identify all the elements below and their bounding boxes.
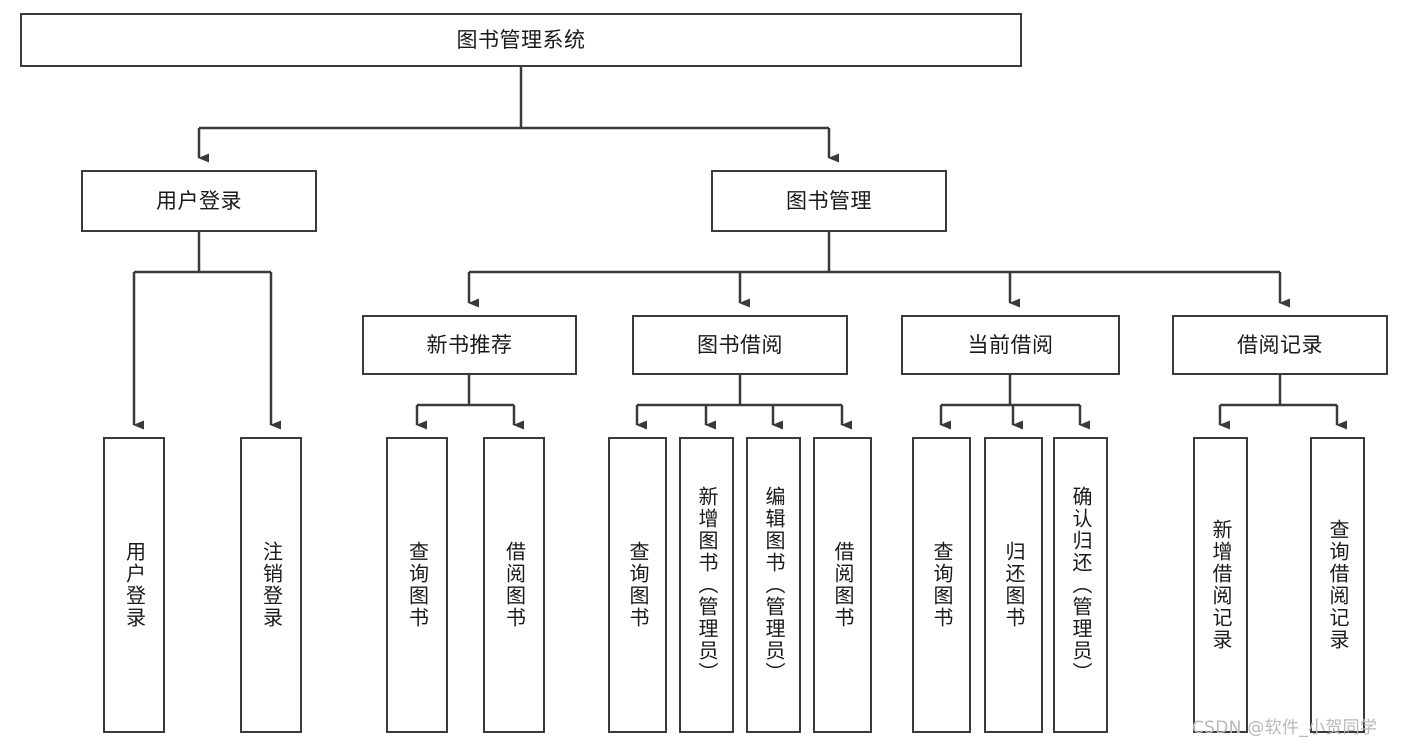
node-leaf-edit-book-admin[interactable]: 编辑图书（管理员） bbox=[746, 437, 801, 733]
node-book-borrow-label: 图书借阅 bbox=[697, 332, 783, 357]
node-leaf-query-book-current[interactable]: 查询图书 bbox=[912, 437, 971, 733]
node-leaf-label: 查询图书 bbox=[626, 541, 650, 629]
node-leaf-label: 借阅图书 bbox=[831, 541, 855, 629]
csdn-watermark: CSDN @软件_小贺同学 bbox=[1192, 718, 1378, 738]
node-borrow-records-label: 借阅记录 bbox=[1237, 332, 1323, 357]
node-new-book-recommend-label: 新书推荐 bbox=[426, 332, 513, 357]
node-leaf-borrow-book[interactable]: 借阅图书 bbox=[813, 437, 872, 733]
node-leaf-user-login[interactable]: 用户登录 bbox=[103, 437, 165, 733]
node-leaf-label: 编辑图书（管理员） bbox=[762, 486, 786, 684]
node-current-borrow[interactable]: 当前借阅 bbox=[901, 315, 1120, 375]
node-leaf-label: 归还图书 bbox=[1002, 541, 1026, 629]
node-leaf-borrow-book-newbooks[interactable]: 借阅图书 bbox=[483, 437, 545, 733]
node-leaf-logout[interactable]: 注销登录 bbox=[240, 437, 302, 733]
node-leaf-confirm-return-admin[interactable]: 确认归还（管理员） bbox=[1053, 437, 1108, 733]
node-book-management-label: 图书管理 bbox=[786, 188, 872, 213]
node-leaf-query-book-newbooks[interactable]: 查询图书 bbox=[386, 437, 448, 733]
node-leaf-label: 查询图书 bbox=[405, 541, 430, 629]
node-root-label: 图书管理系统 bbox=[456, 27, 586, 52]
node-current-borrow-label: 当前借阅 bbox=[967, 332, 1054, 357]
node-book-borrow[interactable]: 图书借阅 bbox=[632, 315, 848, 375]
node-leaf-label: 新增图书（管理员） bbox=[695, 486, 719, 684]
node-leaf-add-book-admin[interactable]: 新增图书（管理员） bbox=[679, 437, 734, 733]
node-leaf-label: 新增借阅记录 bbox=[1209, 519, 1233, 651]
node-borrow-records[interactable]: 借阅记录 bbox=[1172, 315, 1388, 375]
node-leaf-return-book[interactable]: 归还图书 bbox=[984, 437, 1043, 733]
node-leaf-add-borrow-record[interactable]: 新增借阅记录 bbox=[1193, 437, 1248, 733]
node-leaf-label: 查询借阅记录 bbox=[1326, 519, 1350, 651]
node-leaf-label: 确认归还（管理员） bbox=[1069, 486, 1093, 684]
node-new-book-recommend[interactable]: 新书推荐 bbox=[362, 315, 577, 375]
node-root[interactable]: 图书管理系统 bbox=[20, 13, 1022, 67]
node-leaf-label: 用户登录 bbox=[122, 541, 147, 629]
node-leaf-query-borrow-record[interactable]: 查询借阅记录 bbox=[1310, 437, 1365, 733]
node-leaf-label: 注销登录 bbox=[259, 541, 284, 629]
node-leaf-label: 借阅图书 bbox=[502, 541, 527, 629]
node-user-login[interactable]: 用户登录 bbox=[81, 170, 317, 232]
node-leaf-query-book-borrow[interactable]: 查询图书 bbox=[608, 437, 667, 733]
node-book-management[interactable]: 图书管理 bbox=[711, 170, 947, 232]
node-user-login-label: 用户登录 bbox=[156, 188, 242, 213]
node-leaf-label: 查询图书 bbox=[930, 541, 954, 629]
